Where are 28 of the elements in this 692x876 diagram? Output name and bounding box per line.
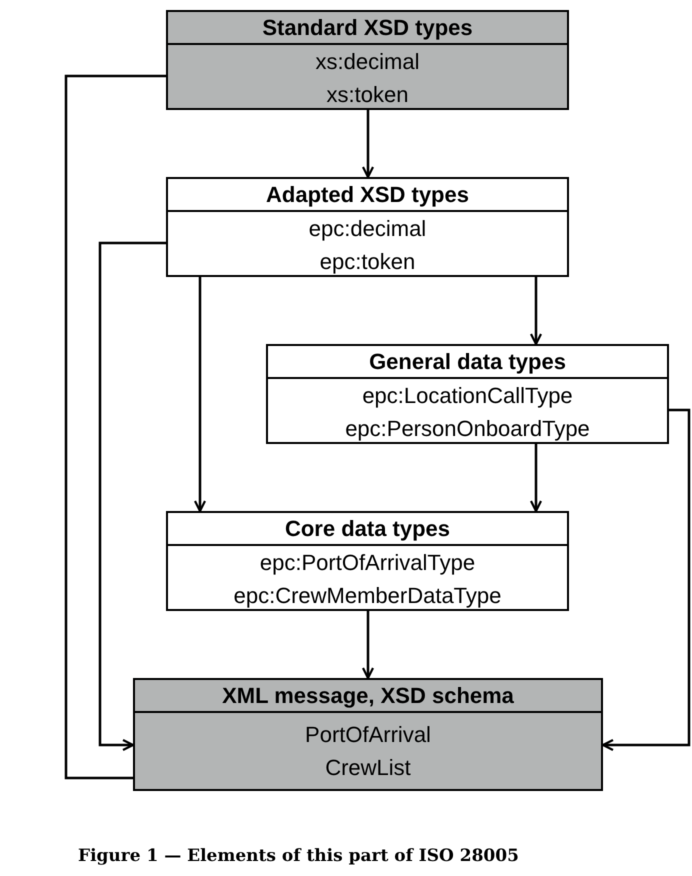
arrow <box>530 277 542 346</box>
arrow <box>362 611 374 680</box>
type-name: epc:token <box>320 248 416 276</box>
box-heading: Standard XSD types <box>168 12 567 45</box>
arrow <box>362 110 374 178</box>
arrow <box>602 408 690 752</box>
box-heading: Adapted XSD types <box>168 179 567 212</box>
type-name: epc:LocationCallType <box>362 382 573 410</box>
type-name: PortOfArrival <box>305 721 431 749</box>
type-box <box>266 344 669 444</box>
type-name: epc:PersonOnboardType <box>345 415 590 443</box>
box-heading: XML message, XSD schema <box>135 680 601 713</box>
type-name: epc:decimal <box>308 215 426 243</box>
box-heading: Core data types <box>168 513 567 546</box>
box-heading: General data types <box>268 346 667 379</box>
type-box <box>133 678 603 791</box>
type-name: CrewList <box>325 754 411 782</box>
type-name: epc:PortOfArrivalType <box>260 549 476 577</box>
type-name: epc:CrewMemberDataType <box>234 582 502 610</box>
type-box <box>166 177 569 277</box>
figure-caption: Figure 1 — Elements of this part of ISO 28005 <box>78 846 519 866</box>
type-name: xs:decimal <box>316 48 420 76</box>
type-box <box>166 511 569 611</box>
arrow <box>98 242 166 752</box>
arrow <box>194 277 206 512</box>
type-box <box>166 10 569 110</box>
arrow <box>530 444 542 512</box>
type-name: xs:token <box>326 81 408 109</box>
